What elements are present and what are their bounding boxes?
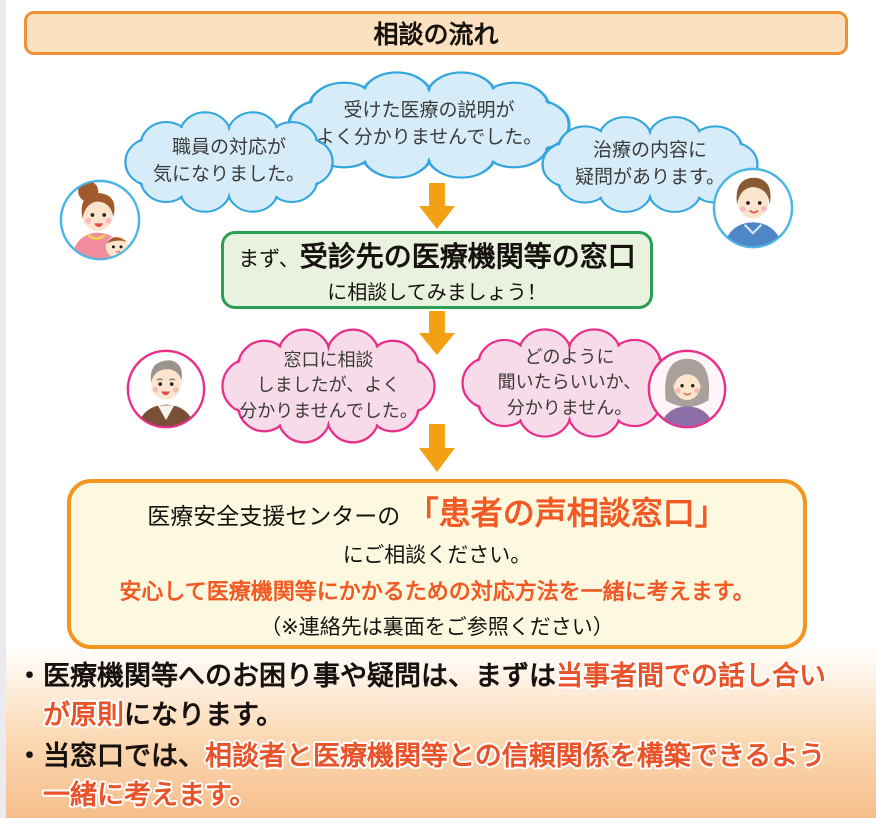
bottom-gradient-background bbox=[0, 645, 876, 818]
first-step-box: まず、受診先の医療機関等の窓口 に相談してみましょう！ bbox=[221, 231, 653, 309]
bullet: ・ bbox=[16, 661, 43, 691]
cloud-right-text: 治療の内容に 疑問があります。 bbox=[574, 139, 726, 188]
young-man-avatar bbox=[712, 167, 794, 249]
note-text: 当窓口では、 bbox=[43, 741, 205, 771]
bullet: ・ bbox=[16, 741, 43, 771]
mother-with-baby-avatar bbox=[59, 179, 141, 261]
footer-notes: ・医療機関等へのお困り事や疑問は、まずは当事者間での話し合いが原則になります。 … bbox=[16, 657, 841, 817]
green-box-prefix: まず、 bbox=[238, 248, 300, 271]
note-text: になります。 bbox=[124, 700, 284, 730]
note-item: ・医療機関等へのお困り事や疑問は、まずは当事者間での話し合いが原則になります。 bbox=[16, 657, 841, 735]
cloud-left-text: 職員の対応が 気になりました。 bbox=[152, 137, 305, 185]
orange-box-line3: 安心して医療機関等にかかるための対応方法を一緒に考えます。 bbox=[119, 578, 755, 604]
orange-box-line4: （※連絡先は裏面をご参照ください） bbox=[260, 615, 614, 639]
green-box-line1: まず、受診先の医療機関等の窓口 bbox=[238, 235, 636, 275]
older-woman-avatar bbox=[647, 349, 727, 429]
older-man-avatar bbox=[126, 349, 206, 429]
note-highlight: 当事者間での話し合いが原則 bbox=[43, 661, 826, 730]
bubble-right-text: どのように 聞いたらいいか、 分かりません。 bbox=[497, 346, 642, 418]
cloud-center-text: 受けた医療の説明が よく分かりませんでした。 bbox=[315, 100, 543, 148]
green-box-emphasis: 受診先の医療機関等の窓口 bbox=[299, 241, 636, 272]
orange-box-prefix: 医療安全支援センターの bbox=[147, 502, 401, 529]
green-box-line2: に相談してみましょう！ bbox=[327, 282, 547, 304]
title-banner: 相談の流れ bbox=[24, 11, 848, 55]
bubble-left-text: 窓口に相談 しましたが、よく 分かりませんでした。 bbox=[239, 349, 418, 421]
thought-cloud-right: 治療の内容に 疑問があります。 bbox=[538, 114, 762, 215]
note-item: ・当窓口では、相談者と医療機関等との信頼関係を構築できるよう一緒に考えます。 bbox=[16, 737, 841, 815]
thought-bubble-right: どのように 聞いたらいいか、 分かりません。 bbox=[458, 326, 681, 440]
page-left-edge bbox=[0, 0, 6, 818]
orange-box-line1: 医療安全支援センターの 「患者の声相談窓口」 bbox=[147, 488, 726, 534]
orange-box-emphasis: 「患者の声相談窓口」 bbox=[406, 494, 727, 531]
thought-cloud-center: 受けた医療の説明が よく分かりませんでした。 bbox=[283, 69, 575, 181]
thought-cloud-left: 職員の対応が 気になりました。 bbox=[121, 109, 337, 215]
orange-box-line2: にご相談ください。 bbox=[342, 543, 532, 567]
thought-bubble-left: 窓口に相談 しましたが、よく 分かりませんでした。 bbox=[218, 326, 439, 446]
consultation-window-box: 医療安全支援センターの 「患者の声相談窓口」 にご相談ください。 安心して医療機… bbox=[67, 479, 807, 649]
note-highlight: 相談者と医療機関等との信頼関係を構築できるよう一緒に考えます。 bbox=[43, 741, 826, 810]
page-title: 相談の流れ bbox=[373, 21, 499, 49]
note-text: 医療機関等へのお困り事や疑問は、まずは bbox=[43, 661, 556, 691]
down-arrow-icon bbox=[419, 183, 455, 229]
